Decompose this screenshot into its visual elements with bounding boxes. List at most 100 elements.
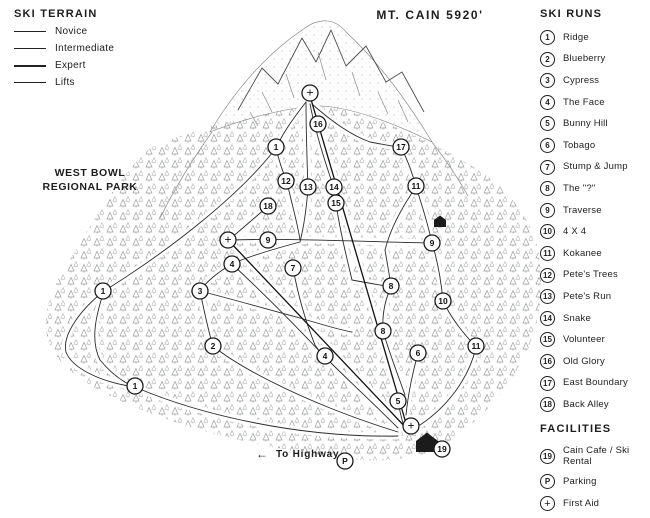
legend-row-novice: Novice (14, 26, 114, 37)
run-number-badge: 14 (540, 310, 555, 326)
run-marker-2: 2 (204, 337, 222, 355)
run-number-badge: 11 (540, 245, 555, 261)
svg-text:16: 16 (313, 119, 323, 129)
svg-text:8: 8 (381, 326, 386, 336)
run-label: Snake (563, 312, 591, 324)
run-label: 4 X 4 (563, 226, 587, 238)
legend-row-lifts: Lifts (14, 77, 114, 88)
run-marker-1: 1 (267, 138, 285, 156)
first-aid-marker: + (219, 231, 237, 249)
lifts-line-swatch (14, 82, 46, 83)
run-label: Bunny Hill (563, 118, 608, 130)
first-aid-badge: + (540, 496, 555, 512)
ski-run-item: 16 Old Glory (540, 353, 646, 369)
run-marker-16: 16 (309, 115, 327, 133)
facility-number-badge: 19 (540, 448, 555, 464)
ski-run-item: 13 Pete's Run (540, 289, 646, 305)
svg-text:11: 11 (412, 181, 421, 191)
ski-run-item: 4 The Face (540, 94, 646, 110)
intermediate-line-swatch (14, 48, 46, 49)
svg-text:19: 19 (437, 444, 447, 454)
ski-run-item: 12 Pete's Trees (540, 267, 646, 283)
run-number-badge: 18 (540, 397, 555, 413)
ski-runs-title: SKI RUNS (540, 8, 603, 20)
svg-text:+: + (224, 233, 231, 247)
run-label: Pete's Trees (563, 269, 618, 281)
parking-marker: P (336, 452, 354, 470)
svg-text:18: 18 (263, 201, 273, 211)
run-marker-15: 15 (327, 194, 345, 212)
run-label: East Boundary (563, 377, 628, 389)
svg-text:P: P (342, 456, 348, 466)
svg-text:+: + (407, 419, 414, 433)
svg-text:5: 5 (396, 396, 401, 406)
lift-lines (228, 95, 409, 431)
run-marker-9: 9 (259, 231, 277, 249)
legend-label: Novice (55, 26, 88, 37)
run-number-badge: 5 (540, 116, 555, 132)
svg-text:10: 10 (438, 296, 448, 306)
run-marker-14: 14 (325, 178, 343, 196)
west-bowl-line1: WEST BOWL (54, 167, 126, 179)
ski-run-item: 7 Stump & Jump (540, 159, 646, 175)
svg-text:1: 1 (133, 381, 138, 391)
ski-run-item: 1 Ridge (540, 30, 646, 45)
first-aid-marker: + (301, 84, 319, 102)
run-marker-17: 17 (392, 138, 410, 156)
facility-item-parking: P Parking (540, 474, 646, 490)
run-number-badge: 3 (540, 73, 555, 89)
run-number-badge: 8 (540, 181, 555, 197)
to-highway-text: To Highway (276, 448, 340, 460)
run-marker-8: 8 (374, 322, 392, 340)
facility-item-first-aid: + First Aid (540, 496, 646, 512)
svg-text:13: 13 (303, 182, 313, 192)
ski-runs-sidebar: SKI RUNS 1 Ridge 2 Blueberry 3 Cypress 4… (540, 8, 646, 518)
svg-text:11: 11 (472, 341, 481, 351)
run-number-badge: 9 (540, 202, 555, 218)
left-arrow-icon: ← (256, 447, 268, 461)
legend-label: Lifts (55, 77, 75, 88)
legend-title: SKI TERRAIN (14, 8, 98, 20)
run-label: Volunteer (563, 334, 605, 346)
facilities-title: FACILITIES (540, 423, 612, 436)
run-marker-1: 1 (94, 282, 112, 300)
run-marker-4: 4 (316, 347, 334, 365)
svg-text:4: 4 (323, 351, 328, 361)
run-label: Ridge (563, 31, 589, 43)
svg-text:9: 9 (430, 238, 435, 248)
run-label: Tobago (563, 139, 596, 151)
run-marker-10: 10 (434, 292, 452, 310)
parking-badge: P (540, 474, 555, 490)
legend-label: Intermediate (55, 43, 115, 54)
svg-text:6: 6 (416, 348, 421, 358)
svg-text:3: 3 (198, 286, 203, 296)
ski-run-item: 3 Cypress (540, 73, 646, 89)
run-number-badge: 2 (540, 51, 555, 67)
run-number-badge: 16 (540, 353, 555, 369)
svg-text:1: 1 (274, 142, 279, 152)
novice-line-swatch (14, 31, 46, 32)
legend-row-intermediate: Intermediate (14, 43, 114, 54)
ski-run-item: 5 Bunny Hill (540, 116, 646, 132)
facility-item-cafe: 19 Cain Cafe / Ski Rental (540, 445, 646, 468)
run-number-badge: 7 (540, 159, 555, 175)
svg-text:9: 9 (266, 235, 271, 245)
svg-text:12: 12 (281, 176, 291, 186)
svg-text:7: 7 (291, 263, 296, 273)
ski-run-item: 2 Blueberry (540, 51, 646, 67)
facility-label: Cain Cafe / Ski Rental (563, 445, 630, 468)
run-number-badge: 4 (540, 94, 555, 110)
ski-run-item: 6 Tobago (540, 137, 646, 153)
svg-text:1: 1 (101, 286, 106, 296)
run-number-badge: 6 (540, 137, 555, 153)
run-marker-1: 1 (126, 377, 144, 395)
run-marker-5: 5 (389, 392, 407, 410)
run-label: Stump & Jump (563, 161, 628, 173)
ski-run-item: 15 Volunteer (540, 332, 646, 348)
svg-text:4: 4 (230, 259, 235, 269)
expert-line-swatch (14, 64, 46, 67)
run-label: The "?" (563, 182, 596, 194)
run-number-badge: 15 (540, 332, 555, 348)
run-label: Cypress (563, 74, 600, 86)
